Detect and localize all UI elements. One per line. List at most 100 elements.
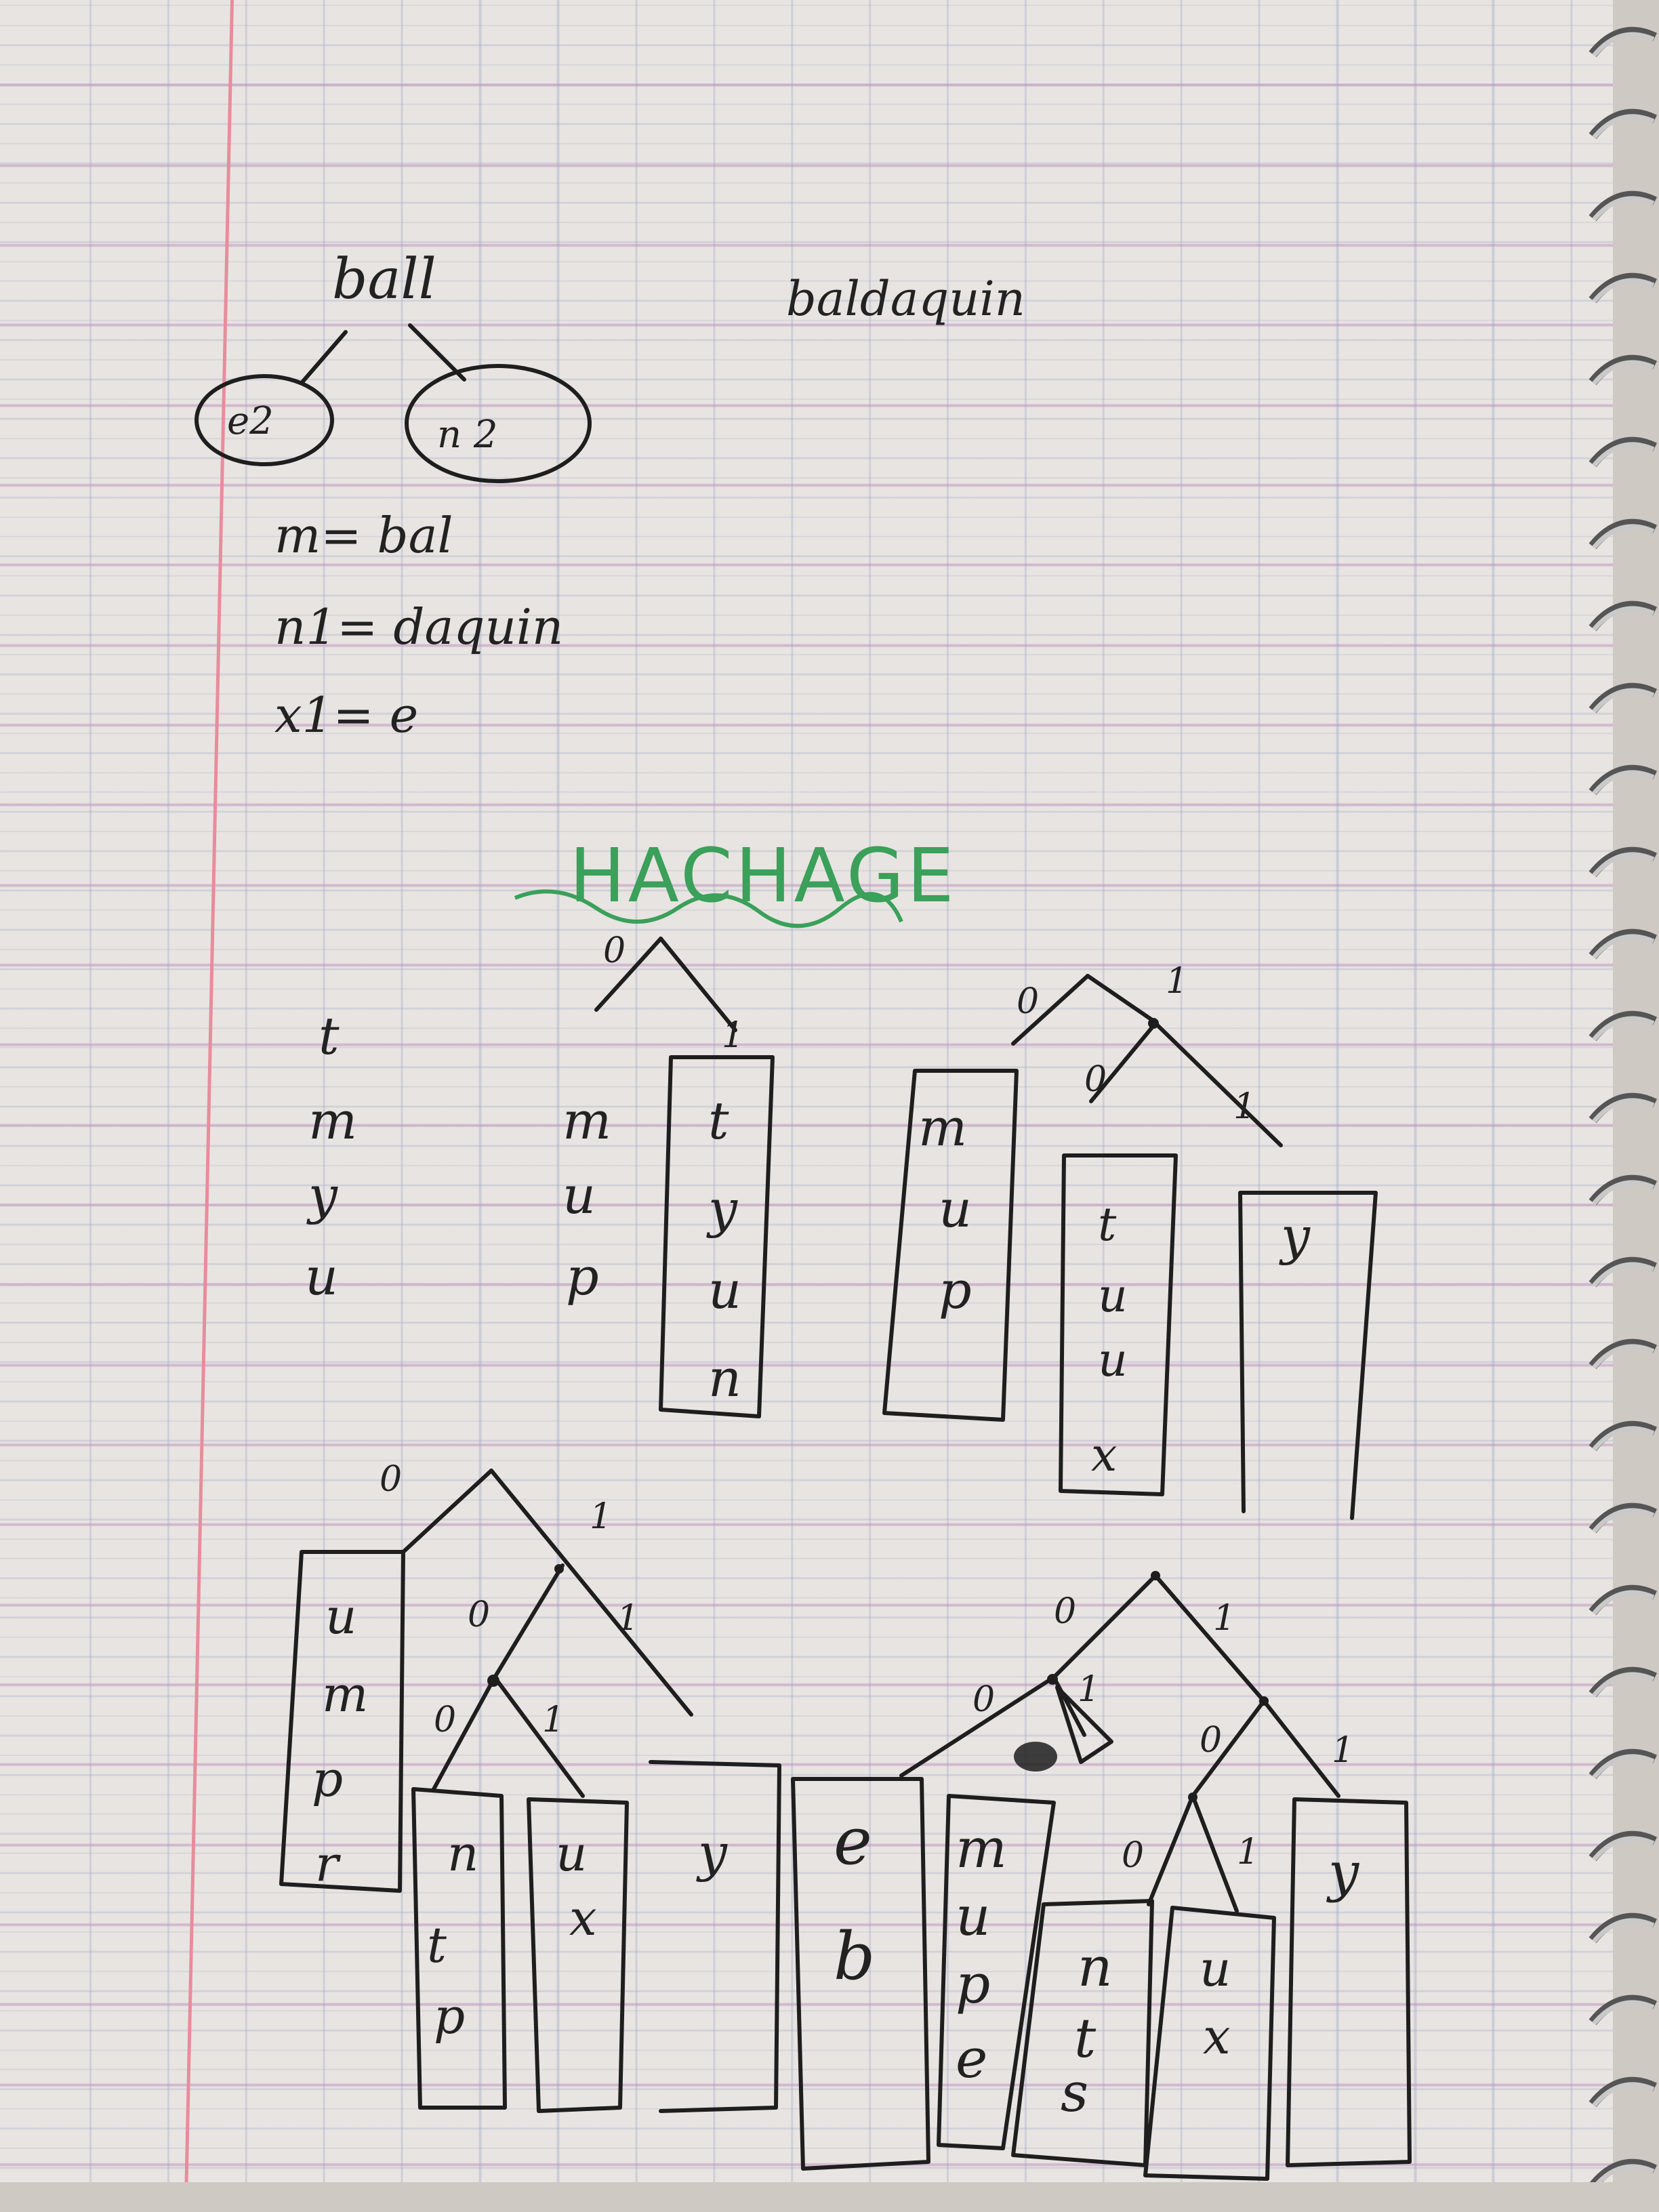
tree-branch [659, 937, 737, 1032]
tree-branch [1147, 1794, 1195, 1906]
tree-branch [1262, 1699, 1340, 1798]
bucket-entry: n [1078, 1936, 1113, 1999]
spiral-ring [1589, 436, 1658, 468]
circle-left-label: e2 [227, 399, 274, 443]
heading-group: HACHAGE [514, 832, 957, 928]
bucket-box [411, 1787, 507, 2110]
spiral-ring [1589, 1010, 1658, 1042]
bucket-entry: m [956, 1817, 1007, 1880]
bucket-entry: p [434, 1988, 465, 2045]
tree-bit-label: 0 [1054, 1591, 1076, 1632]
spiral-ring [1589, 1584, 1658, 1616]
note-line: m= bal [274, 507, 453, 564]
tree-branch [1089, 1021, 1158, 1103]
tree-bit-label: 1 [722, 1015, 744, 1056]
bucket-entry: u [939, 1179, 972, 1239]
tree-node [1188, 1793, 1197, 1802]
root-word: ball [332, 247, 436, 312]
tree-node [487, 1675, 499, 1687]
tree-branch [594, 937, 663, 1012]
tree-node [1148, 1018, 1159, 1029]
tree-bit-label: 0 [1084, 1059, 1107, 1100]
bucket-entry: e [834, 1803, 872, 1879]
tree-branch [1191, 1794, 1239, 1913]
bucket-entry: n [708, 1348, 741, 1408]
bucket-entry: e [956, 2027, 987, 2090]
bucket-entry: u [1098, 1269, 1128, 1323]
notebook-page [0, 0, 1613, 2182]
bucket-entry: n [447, 1825, 478, 1882]
spiral-ring [1589, 1912, 1658, 1944]
spiral-ring [1589, 764, 1658, 796]
tree-bit-label: 1 [1237, 1832, 1259, 1872]
tree-bit-label: 1 [1213, 1598, 1235, 1639]
spiral-ring [1589, 1830, 1658, 1862]
scribble-node [1055, 1685, 1113, 1764]
tree-bit-label: 1 [617, 1598, 639, 1639]
bucket-entry: y [1326, 1841, 1360, 1904]
spiral-ring [1589, 190, 1658, 222]
bucket-entry: t [1074, 2007, 1097, 2070]
scribble-mark [1014, 1742, 1057, 1771]
tree-node [554, 1564, 564, 1574]
tree-branch [1086, 974, 1154, 1022]
letter-label: t [319, 1006, 340, 1066]
bucket-entry: p [312, 1750, 343, 1807]
bucket-entry: u [956, 1885, 991, 1948]
tree-bit-label: 0 [1122, 1835, 1144, 1876]
bucket-entry: y [706, 1179, 738, 1239]
heading: HACHAGE [569, 832, 957, 919]
note-line: n1= daquin [274, 598, 563, 655]
spiral-ring [1589, 1420, 1658, 1452]
circle-node [194, 374, 334, 466]
bucket-box [1143, 1906, 1276, 2181]
spiral-ring [1589, 1994, 1658, 2026]
bucket-entry: u [556, 1825, 587, 1882]
bucket-entry: x [1091, 1429, 1117, 1482]
tree-bit-label: 0 [1017, 981, 1039, 1022]
tree-node [1259, 1696, 1269, 1706]
bucket-entry: u [708, 1260, 741, 1320]
tree-branch [489, 1469, 693, 1717]
spiral-ring [1589, 1502, 1658, 1534]
bucket-box [527, 1797, 629, 2113]
bucket-entry: t [427, 1917, 447, 1973]
spiral-ring [1589, 2076, 1658, 2108]
letter-label: y [306, 1165, 338, 1225]
tree-bit-label: 1 [590, 1496, 612, 1537]
bucket-box [791, 1777, 930, 2171]
spiral-ring [1589, 272, 1658, 304]
tree-branch [899, 1675, 1056, 1778]
bucket-entry: t [708, 1090, 729, 1151]
spiral-ring [1589, 2158, 1658, 2182]
bucket-box [659, 1055, 775, 1418]
heading-underline [514, 889, 903, 928]
tree-bit-label: 1 [1233, 1086, 1256, 1127]
tree-node [1151, 1571, 1160, 1580]
note-line: x1= e [274, 687, 418, 743]
bucket-box [882, 1069, 1019, 1422]
tree-branch [1052, 1574, 1158, 1679]
spiral-ring [1589, 1092, 1658, 1124]
bucket-entry: u [325, 1588, 356, 1645]
bucket-entry: x [569, 1889, 597, 1946]
spiral-ring [1589, 518, 1658, 550]
tree-branch [493, 1675, 585, 1798]
tree-branch [1153, 1021, 1283, 1147]
bucket-entry: m [322, 1666, 368, 1723]
spiral-ring [1589, 600, 1658, 632]
tree-branch [493, 1563, 565, 1679]
bucket-entry: m [918, 1097, 967, 1158]
letter-label: p [566, 1246, 599, 1307]
letter-label: m [562, 1090, 611, 1151]
spiral-ring [1589, 26, 1658, 58]
tree-node [1047, 1674, 1058, 1685]
bucket-entry: p [939, 1260, 972, 1320]
bucket-entry: u [1098, 1334, 1128, 1387]
tree-bit-label: 0 [468, 1595, 490, 1635]
